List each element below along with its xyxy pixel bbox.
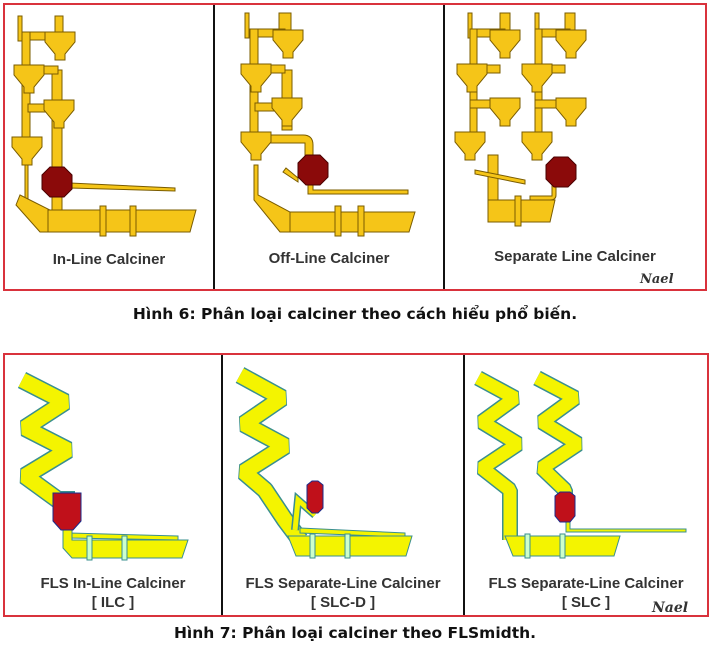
figure6-frame — [3, 3, 707, 291]
off-line-calciner-diagram — [240, 12, 416, 237]
panel-code: [ SLC ] — [561, 594, 611, 611]
panel-label-fls-slc-d: FLS Separate-Line Calciner [ SLC-D ] — [223, 574, 463, 612]
panel-title: FLS Separate-Line Calciner — [488, 575, 684, 592]
separate-line-calciner-diagram — [454, 12, 587, 227]
panel-label-fls-ilc: FLS In-Line Calciner [ ILC ] — [5, 574, 221, 612]
panel-label-in-line: In-Line Calciner — [52, 251, 166, 268]
figure6-divider — [213, 5, 215, 289]
panel-label-separate-line: Separate Line Calciner — [494, 248, 656, 265]
figure7-divider — [463, 355, 465, 615]
panel-code: [ ILC ] — [91, 594, 135, 611]
fls-slc-d-diagram — [235, 367, 413, 559]
panel-label-off-line: Off-Line Calciner — [268, 250, 390, 267]
panel-title: FLS In-Line Calciner — [40, 575, 186, 592]
fls-ilc-diagram — [17, 371, 189, 561]
in-line-calciner-diagram — [11, 15, 197, 237]
fls-slc-diagram — [474, 370, 687, 559]
figure7-frame — [3, 353, 709, 617]
signature: Nael — [652, 600, 689, 616]
figure6-divider — [443, 5, 445, 289]
figure6-caption: Hình 6: Phân loại calciner theo cách hiể… — [132, 305, 578, 323]
panel-code: [ SLC-D ] — [310, 594, 376, 611]
panel-title: FLS Separate-Line Calciner — [245, 575, 441, 592]
figure7-caption: Hình 7: Phân loại calciner theo FLSmidth… — [173, 624, 537, 642]
panel-label-fls-slc: FLS Separate-Line Calciner [ SLC ] — [465, 574, 707, 612]
figure7-divider — [221, 355, 223, 615]
signature: Nael — [640, 272, 674, 287]
